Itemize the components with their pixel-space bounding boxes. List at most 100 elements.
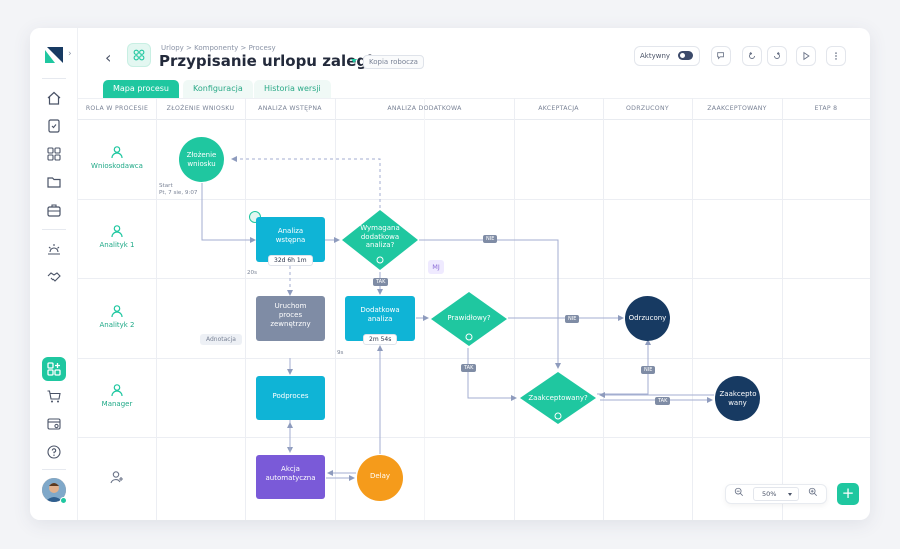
divider — [42, 78, 66, 79]
column-header-submission: ZŁOŻENIE WNIOSKU — [166, 105, 235, 112]
node-label: Zaakcepto wany — [719, 389, 757, 407]
zoom-in-icon[interactable] — [808, 487, 818, 500]
app-window: › — [30, 28, 870, 520]
undo-button[interactable] — [742, 46, 762, 66]
active-switch[interactable] — [678, 51, 693, 60]
chevron-down-icon[interactable] — [788, 493, 792, 496]
active-label: Aktywny — [640, 52, 671, 60]
process-icon[interactable] — [42, 357, 66, 381]
row-divider — [78, 437, 870, 438]
gateway-accepted[interactable]: Zaakceptowany? — [518, 370, 598, 426]
back-button[interactable]: ‹ — [105, 48, 112, 67]
diamond-shape — [431, 292, 507, 346]
column-header-acceptance: AKCEPTACJA — [538, 105, 579, 112]
online-status-dot — [60, 497, 67, 504]
folder-icon[interactable] — [46, 174, 62, 190]
column-divider — [782, 98, 783, 520]
node-label: Dodatkowa analiza — [360, 305, 400, 323]
node-label: Odrzucony — [628, 314, 667, 323]
node-label: Zaakceptowany? — [528, 393, 588, 402]
end-accepted[interactable]: Zaakcepto wany — [715, 376, 760, 421]
task-timer: 2m 54s — [363, 334, 398, 345]
add-user-icon — [110, 471, 123, 484]
start-note: Start — [159, 183, 173, 189]
user-icon — [111, 384, 123, 397]
row-divider — [78, 358, 870, 359]
column-header-role: ROLA W PROCESIE — [85, 105, 149, 112]
assignee-badge[interactable]: MJ — [428, 260, 444, 274]
row-divider — [78, 278, 870, 279]
gateway-valid[interactable]: Prawidłowy? — [429, 290, 509, 348]
user-icon — [111, 225, 123, 238]
tab-version-history[interactable]: Historia wersji — [254, 80, 331, 98]
divider — [42, 469, 66, 470]
handshake-icon[interactable] — [46, 269, 62, 285]
zoom-select[interactable]: 50% — [753, 487, 799, 501]
column-divider — [156, 98, 157, 520]
role-manager[interactable]: Manager — [78, 383, 156, 408]
start-node[interactable]: Złożenie wniosku — [179, 137, 224, 182]
end-rejected[interactable]: Odrzucony — [625, 296, 670, 341]
diamond-shape — [520, 372, 596, 424]
edge-label-no: NIE — [565, 315, 580, 323]
help-icon[interactable] — [46, 444, 62, 460]
gateway-additional-analysis[interactable]: Wymagana dodatkowa analiza? — [340, 208, 420, 272]
role-applicant[interactable]: Wnioskodawca — [78, 145, 156, 170]
role-analyst-1[interactable]: Analityk 1 — [78, 224, 156, 249]
redo-button[interactable] — [767, 46, 787, 66]
start-date-note: Pt, 7 sie, 9:07 — [159, 190, 198, 196]
node-label: Analiza wstępna — [275, 226, 306, 244]
column-header-row — [78, 98, 870, 120]
column-subdivider — [424, 98, 425, 520]
comments-button[interactable] — [711, 46, 731, 66]
task-duration-note: 20s — [247, 270, 258, 276]
chevron-right-icon[interactable]: › — [68, 49, 72, 59]
row-divider — [78, 199, 870, 200]
edge-label-no: NIE — [641, 366, 656, 374]
task-subprocess[interactable]: Podproces — [256, 376, 325, 420]
role-label: Analityk 2 — [99, 321, 135, 329]
column-header-additional-analysis: ANALIZA DODATKOWA — [387, 105, 462, 112]
edge-label-yes: TAK — [655, 397, 671, 405]
diamond-shape — [342, 210, 418, 270]
briefcase-icon[interactable] — [46, 202, 62, 218]
add-role-button[interactable] — [78, 470, 156, 484]
edge-label-yes: TAK — [461, 364, 477, 372]
play-button[interactable] — [796, 46, 816, 66]
user-icon — [111, 305, 123, 318]
sun-icon[interactable] — [46, 241, 62, 257]
edge-label-yes: TAK — [373, 278, 389, 286]
home-icon[interactable] — [46, 90, 62, 106]
chevron-down-icon[interactable] — [351, 59, 357, 63]
more-options-button[interactable] — [826, 46, 846, 66]
draft-badge: Kopia robocza — [363, 55, 424, 69]
grid-icon[interactable] — [46, 146, 62, 162]
task-duration-note: 9s — [337, 350, 344, 356]
node-label: Akcja automatyczna — [265, 465, 316, 482]
avatar[interactable] — [42, 478, 66, 502]
role-label: Manager — [101, 400, 133, 408]
tab-configuration[interactable]: Konfiguracja — [183, 80, 253, 98]
task-initial-analysis[interactable]: Analiza wstępna — [256, 217, 325, 262]
task-automatic-action[interactable]: Akcja automatyczna — [256, 455, 325, 499]
task-external-process[interactable]: Uruchom proces zewnętrzny — [256, 296, 325, 341]
user-icon — [111, 146, 123, 159]
column-divider — [692, 98, 693, 520]
breadcrumb[interactable]: Urlopy > Komponenty > Procesy — [161, 44, 276, 52]
add-button[interactable]: + — [837, 483, 859, 505]
column-divider — [603, 98, 604, 520]
process-type-icon — [127, 43, 151, 67]
role-analyst-2[interactable]: Analityk 2 — [78, 304, 156, 329]
tab-process-map[interactable]: Mapa procesu — [103, 80, 179, 98]
settings-card-icon[interactable] — [46, 416, 62, 432]
cart-icon[interactable] — [46, 388, 62, 404]
delay-node[interactable]: Delay — [357, 455, 403, 501]
task-additional-analysis[interactable]: Dodatkowa analiza — [345, 296, 415, 341]
document-icon[interactable] — [46, 118, 62, 134]
annotation-badge[interactable]: Adnotacja — [200, 334, 242, 345]
zoom-out-icon[interactable] — [734, 487, 744, 500]
column-header-rejected: ODRZUCONY — [625, 105, 669, 112]
logo-icon[interactable] — [43, 44, 65, 66]
node-label: Delay — [369, 471, 391, 480]
node-label: Prawidłowy? — [447, 313, 491, 322]
